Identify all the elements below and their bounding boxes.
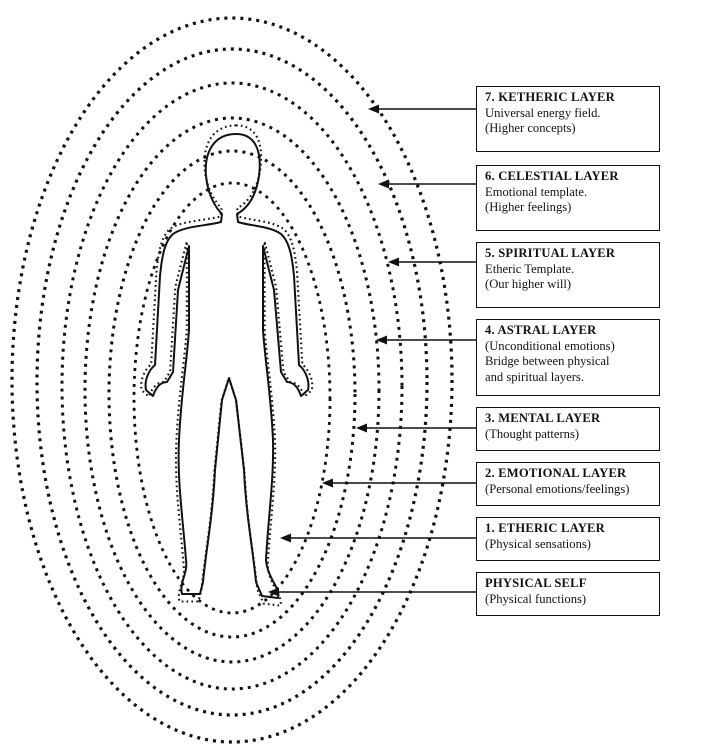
layer-description-line: (Physical sensations)	[485, 536, 591, 551]
body-halo-dotted-outline	[140, 124, 314, 607]
aura-ring-3	[83, 116, 381, 664]
arrow-head	[280, 533, 291, 543]
aura-ring-2	[107, 149, 357, 639]
layer-description-line: Bridge between physical	[485, 354, 610, 368]
layer-title: 2. EMOTIONAL LAYER	[485, 466, 627, 480]
layer-label-box: 2. EMOTIONAL LAYER(Personal emotions/fee…	[476, 462, 660, 506]
layer-description-line: Emotional template.	[485, 184, 588, 199]
aura-ring-4	[60, 81, 404, 691]
layer-description-line: (Physical functions)	[485, 591, 587, 606]
human-body-silhouette	[144, 133, 310, 599]
layer-title: PHYSICAL SELF	[485, 576, 587, 590]
aura-ring-6	[10, 16, 454, 744]
aura-rings	[10, 16, 454, 744]
arrow-head	[322, 478, 333, 488]
arrow-head	[388, 257, 399, 267]
arrow-head	[378, 179, 389, 189]
layer-description-line: (Higher concepts)	[485, 121, 576, 135]
layer-description-line: (Thought patterns)	[485, 426, 580, 441]
arrow-head	[356, 423, 367, 433]
layer-description-line: (Unconditional emotions)	[485, 338, 615, 353]
layer-description-line: and spiritual layers.	[485, 369, 584, 384]
layer-title: 1. ETHERIC LAYER	[485, 521, 605, 535]
etheric-halo-outline	[140, 124, 314, 607]
layer-description-line: (Higher feelings)	[485, 200, 572, 214]
layer-title: 7. KETHERIC LAYER	[485, 90, 615, 104]
aura-ring-1	[132, 181, 332, 615]
layer-label-box: PHYSICAL SELF(Physical functions)	[476, 572, 660, 616]
arrow-head	[376, 335, 387, 345]
arrow-head	[268, 587, 279, 597]
layer-description-line: Universal energy field.	[485, 105, 601, 120]
layer-title: 3. MENTAL LAYER	[485, 411, 601, 425]
arrows-group	[268, 104, 476, 597]
layer-description-line: (Personal emotions/feelings)	[485, 481, 630, 496]
layer-title: 6. CELESTIAL LAYER	[485, 169, 619, 183]
layer-label-box: 3. MENTAL LAYER(Thought patterns)	[476, 407, 660, 451]
layer-title: 5. SPIRITUAL LAYER	[485, 246, 616, 260]
aura-ring-5	[35, 47, 429, 717]
layer-label-box: 1. ETHERIC LAYER(Physical sensations)	[476, 517, 660, 561]
layer-label-box: 4. ASTRAL LAYER(Unconditional emotions)B…	[476, 319, 660, 396]
arrow-head	[368, 104, 379, 114]
layer-title: 4. ASTRAL LAYER	[485, 323, 597, 337]
layer-description-line: (Our higher will)	[485, 277, 572, 291]
layer-description-line: Etheric Template.	[485, 261, 575, 276]
